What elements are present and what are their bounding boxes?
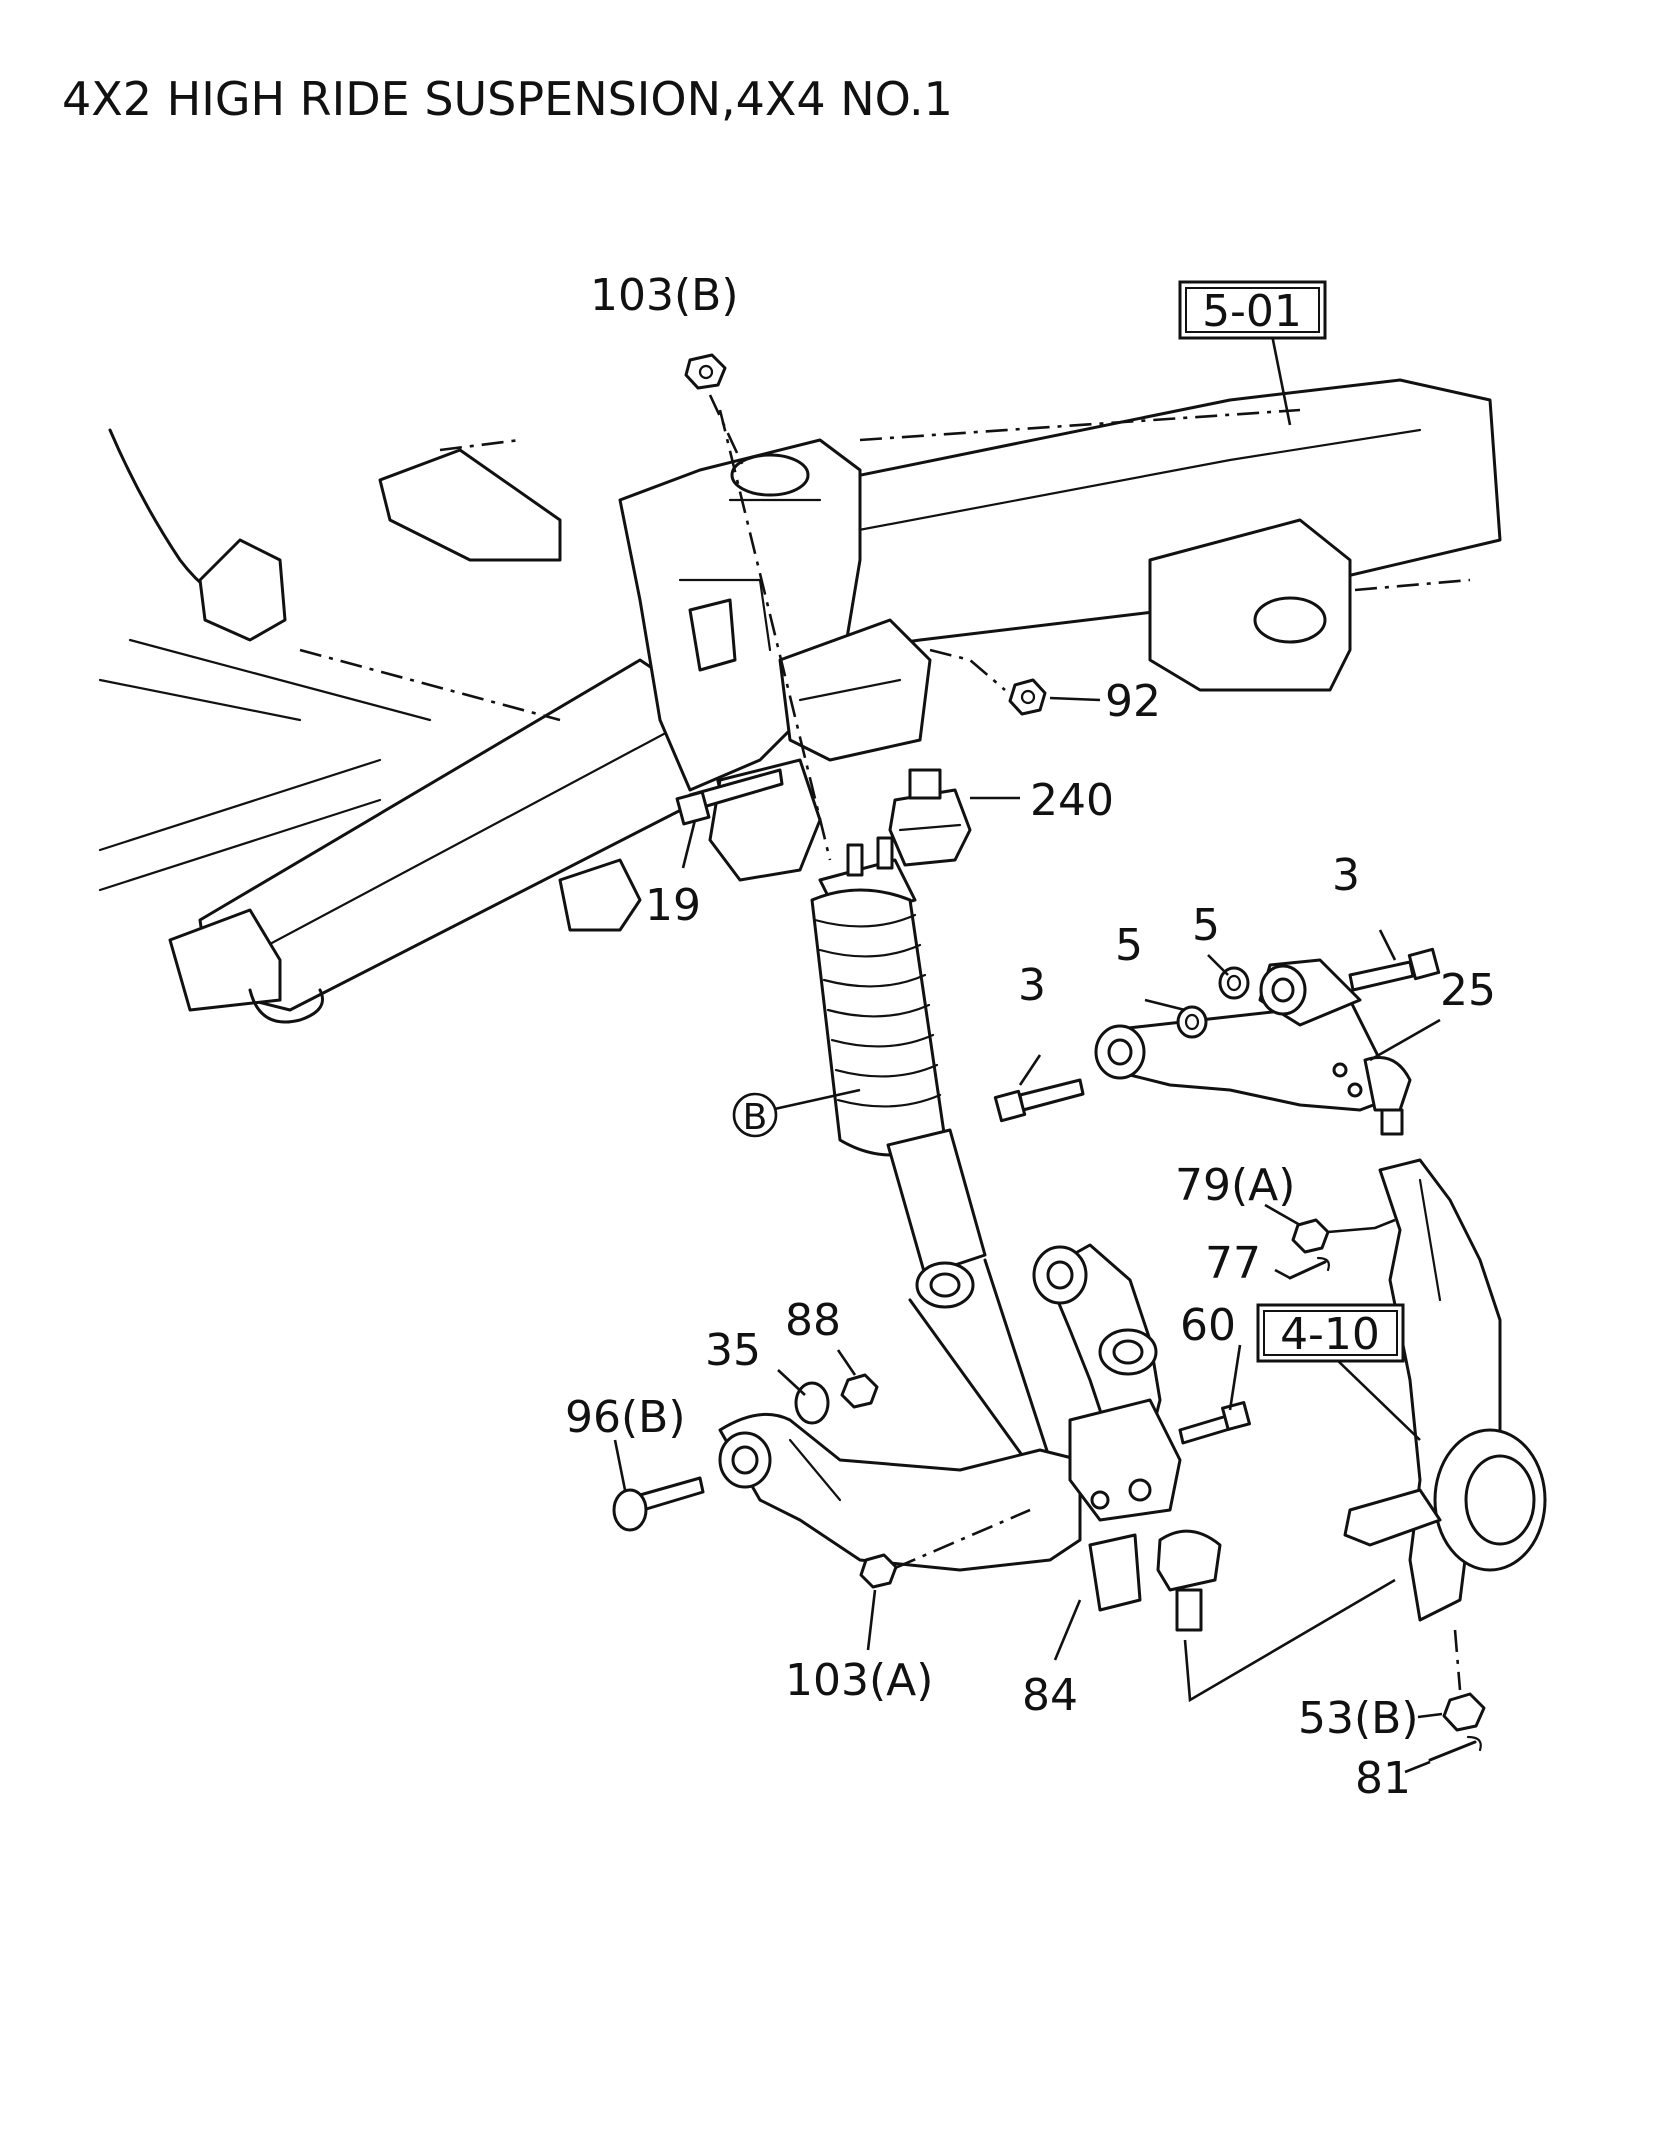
- bolt-19-part: [675, 768, 784, 826]
- callout-25: 25: [1440, 965, 1496, 1016]
- callout-5-right: 5: [1192, 900, 1220, 951]
- callout-96b: 96(B): [565, 1392, 686, 1443]
- callout-labels: 103(B) 92 240 19 3 5 5 3 25 79(A) 77 60 …: [565, 270, 1496, 1804]
- bolt-60-part: [1178, 1401, 1251, 1445]
- spring-axis-line: [718, 409, 832, 861]
- assembly-line-103b: [708, 394, 747, 471]
- callout-240: 240: [1030, 775, 1114, 826]
- bolt-3-right-part: [1348, 947, 1441, 992]
- callout-92: 92: [1105, 676, 1161, 727]
- cotter-pin-77-part: [1288, 1256, 1330, 1280]
- assembly-line-103a: [894, 1508, 1031, 1570]
- callout-88: 88: [785, 1295, 841, 1346]
- page-title: 4X2 HIGH RIDE SUSPENSION,4X4 NO.1: [62, 72, 953, 126]
- bump-stopper-part: [888, 768, 972, 867]
- assembly-line-53b: [1453, 1629, 1462, 1691]
- reference-box-knuckle: 4-10: [1256, 1303, 1405, 1363]
- callout-53b: 53(B): [1298, 1693, 1419, 1744]
- nut-103a-part: [859, 1553, 898, 1589]
- callout-b-letter: B: [743, 1097, 768, 1138]
- nut-79a-part: [1291, 1218, 1330, 1254]
- ball-joint-bracket-line: [1183, 1578, 1396, 1703]
- lower-control-arm-part: [718, 1243, 1222, 1632]
- nut-103b-part: [684, 353, 727, 390]
- bolt-96b-part: [612, 1476, 705, 1532]
- callout-60: 60: [1180, 1300, 1236, 1351]
- knuckle-joint-line: [1327, 1218, 1396, 1234]
- reference-box-frame: 5-01: [1178, 280, 1327, 340]
- callout-b-circled: B: [732, 1092, 778, 1138]
- callout-81: 81: [1355, 1753, 1411, 1804]
- leader-lines: [613, 324, 1443, 1774]
- nut-88-part: [840, 1373, 879, 1409]
- callout-84: 84: [1022, 1670, 1078, 1721]
- washer-35-part: [794, 1381, 830, 1425]
- bolt-3-left-part: [993, 1078, 1085, 1123]
- callout-35: 35: [705, 1325, 761, 1376]
- callout-19: 19: [645, 880, 701, 931]
- cotter-pin-81-part: [1428, 1735, 1482, 1762]
- callout-3-right: 3: [1332, 850, 1360, 901]
- callout-103b: 103(B): [590, 270, 739, 321]
- callout-77: 77: [1205, 1238, 1261, 1289]
- assembly-line-92: [929, 648, 1006, 691]
- reference-label-knuckle: 4-10: [1280, 1309, 1380, 1360]
- washer-5-left-part: [1176, 1005, 1208, 1039]
- callout-5-left: 5: [1115, 920, 1143, 971]
- steering-knuckle-part: [1343, 1158, 1547, 1622]
- stopper-84-part: [1088, 1533, 1142, 1612]
- coil-spring-shock-assembly: [810, 836, 1052, 1482]
- nut-53b-part: [1442, 1692, 1486, 1732]
- nut-92-part: [1008, 678, 1047, 716]
- callout-79a: 79(A): [1175, 1160, 1295, 1211]
- reference-label-frame: 5-01: [1202, 286, 1302, 337]
- chassis-frame: [98, 378, 1502, 1024]
- callout-3-left: 3: [1018, 960, 1046, 1011]
- callout-103a: 103(A): [785, 1655, 933, 1706]
